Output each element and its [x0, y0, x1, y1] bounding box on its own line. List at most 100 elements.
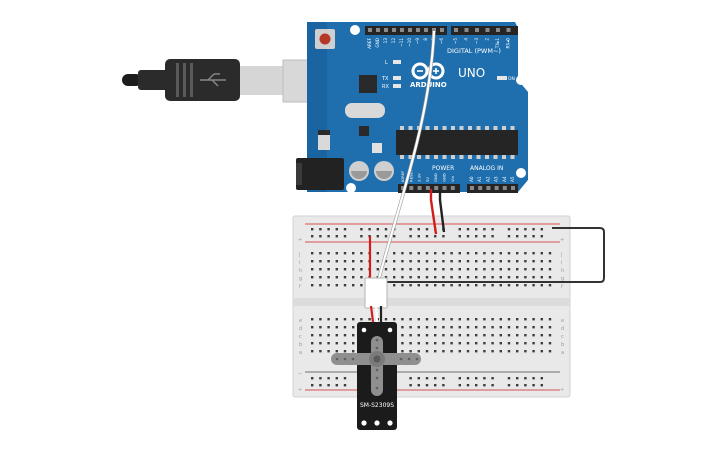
breadboard-hole[interactable]	[417, 284, 420, 287]
breadboard-hole[interactable]	[384, 276, 388, 279]
breadboard-hole[interactable]	[466, 276, 470, 279]
power-pin-hole[interactable]	[417, 186, 422, 190]
rail-hole[interactable]	[475, 377, 478, 380]
breadboard-hole[interactable]	[466, 318, 470, 321]
breadboard-hole[interactable]	[384, 318, 388, 321]
breadboard-hole[interactable]	[532, 350, 535, 353]
breadboard-hole[interactable]	[335, 276, 338, 279]
breadboard-hole[interactable]	[417, 276, 420, 279]
analog-pin-hole[interactable]	[502, 186, 507, 190]
rail-hole[interactable]	[491, 384, 494, 387]
breadboard-hole[interactable]	[540, 284, 543, 287]
breadboard-hole[interactable]	[425, 260, 429, 263]
breadboard-hole[interactable]	[393, 318, 396, 321]
breadboard-hole[interactable]	[311, 252, 314, 255]
rail-hole[interactable]	[335, 384, 338, 387]
rail-hole[interactable]	[532, 235, 535, 238]
rail-hole[interactable]	[417, 377, 420, 380]
breadboard-hole[interactable]	[524, 284, 527, 287]
breadboard-hole[interactable]	[319, 350, 322, 353]
digital-pin-hole[interactable]	[454, 28, 458, 32]
breadboard-hole[interactable]	[409, 342, 412, 345]
breadboard-hole[interactable]	[540, 276, 543, 279]
analog-header[interactable]	[467, 184, 518, 193]
breadboard-hole[interactable]	[442, 268, 445, 271]
digital-pin-hole[interactable]	[475, 28, 479, 32]
breadboard-hole[interactable]	[401, 260, 404, 263]
breadboard-hole[interactable]	[343, 342, 347, 345]
breadboard-hole[interactable]	[401, 276, 404, 279]
breadboard-hole[interactable]	[466, 268, 470, 271]
breadboard-hole[interactable]	[499, 276, 502, 279]
breadboard-hole[interactable]	[319, 342, 322, 345]
breadboard-hole[interactable]	[352, 260, 355, 263]
rail-hole[interactable]	[475, 235, 478, 238]
servo-motor[interactable]: SM-S2309S	[331, 277, 421, 430]
breadboard-hole[interactable]	[425, 284, 429, 287]
breadboard-hole[interactable]	[327, 318, 330, 321]
rail-hole[interactable]	[483, 384, 486, 387]
breadboard-hole[interactable]	[409, 268, 412, 271]
breadboard-hole[interactable]	[483, 334, 486, 337]
breadboard-hole[interactable]	[343, 284, 347, 287]
breadboard-hole[interactable]	[483, 260, 486, 263]
breadboard-hole[interactable]	[352, 326, 355, 329]
breadboard-hole[interactable]	[442, 284, 445, 287]
breadboard-hole[interactable]	[507, 342, 511, 345]
breadboard-hole[interactable]	[516, 252, 519, 255]
rail-hole[interactable]	[540, 377, 543, 380]
breadboard-hole[interactable]	[524, 276, 527, 279]
rail-hole[interactable]	[516, 384, 519, 387]
usb-cable[interactable]	[122, 59, 326, 103]
breadboard-hole[interactable]	[343, 276, 347, 279]
breadboard-hole[interactable]	[343, 318, 347, 321]
rail-hole[interactable]	[376, 235, 379, 238]
rail-hole[interactable]	[466, 377, 470, 380]
breadboard-hole[interactable]	[376, 268, 379, 271]
breadboard-hole[interactable]	[499, 318, 502, 321]
breadboard-hole[interactable]	[540, 260, 543, 263]
rail-hole[interactable]	[458, 228, 461, 231]
breadboard-hole[interactable]	[343, 260, 347, 263]
breadboard-hole[interactable]	[524, 342, 527, 345]
breadboard-hole[interactable]	[466, 342, 470, 345]
analog-pin-hole[interactable]	[470, 186, 474, 190]
servo-horn[interactable]	[331, 336, 421, 396]
breadboard-hole[interactable]	[499, 268, 502, 271]
digital-pin-hole[interactable]	[496, 28, 500, 32]
digital-pin-hole[interactable]	[376, 28, 380, 32]
breadboard-hole[interactable]	[311, 276, 314, 279]
breadboard-hole[interactable]	[311, 318, 314, 321]
rail-hole[interactable]	[319, 235, 322, 238]
breadboard-hole[interactable]	[516, 350, 519, 353]
rail-hole[interactable]	[319, 384, 322, 387]
rail-hole[interactable]	[409, 228, 412, 231]
breadboard-hole[interactable]	[507, 334, 511, 337]
breadboard-hole[interactable]	[343, 334, 347, 337]
rail-hole[interactable]	[442, 384, 445, 387]
digital-pin-hole[interactable]	[384, 28, 388, 32]
breadboard-hole[interactable]	[401, 342, 404, 345]
rail-hole[interactable]	[491, 235, 494, 238]
breadboard-hole[interactable]	[352, 252, 355, 255]
breadboard-hole[interactable]	[491, 342, 494, 345]
breadboard-hole[interactable]	[319, 252, 322, 255]
breadboard-hole[interactable]	[409, 260, 412, 263]
breadboard-hole[interactable]	[384, 260, 388, 263]
breadboard-hole[interactable]	[434, 260, 437, 263]
breadboard-hole[interactable]	[466, 334, 470, 337]
breadboard-hole[interactable]	[548, 268, 552, 271]
power-pin-hole[interactable]	[425, 186, 430, 190]
breadboard-hole[interactable]	[516, 334, 519, 337]
rail-hole[interactable]	[343, 228, 347, 231]
breadboard-hole[interactable]	[516, 318, 519, 321]
breadboard-hole[interactable]	[516, 326, 519, 329]
breadboard-hole[interactable]	[475, 276, 478, 279]
breadboard-hole[interactable]	[425, 268, 429, 271]
rail-hole[interactable]	[540, 235, 543, 238]
breadboard-hole[interactable]	[516, 276, 519, 279]
rail-hole[interactable]	[434, 235, 437, 238]
breadboard-hole[interactable]	[458, 334, 461, 337]
breadboard-hole[interactable]	[516, 284, 519, 287]
breadboard-hole[interactable]	[311, 326, 314, 329]
